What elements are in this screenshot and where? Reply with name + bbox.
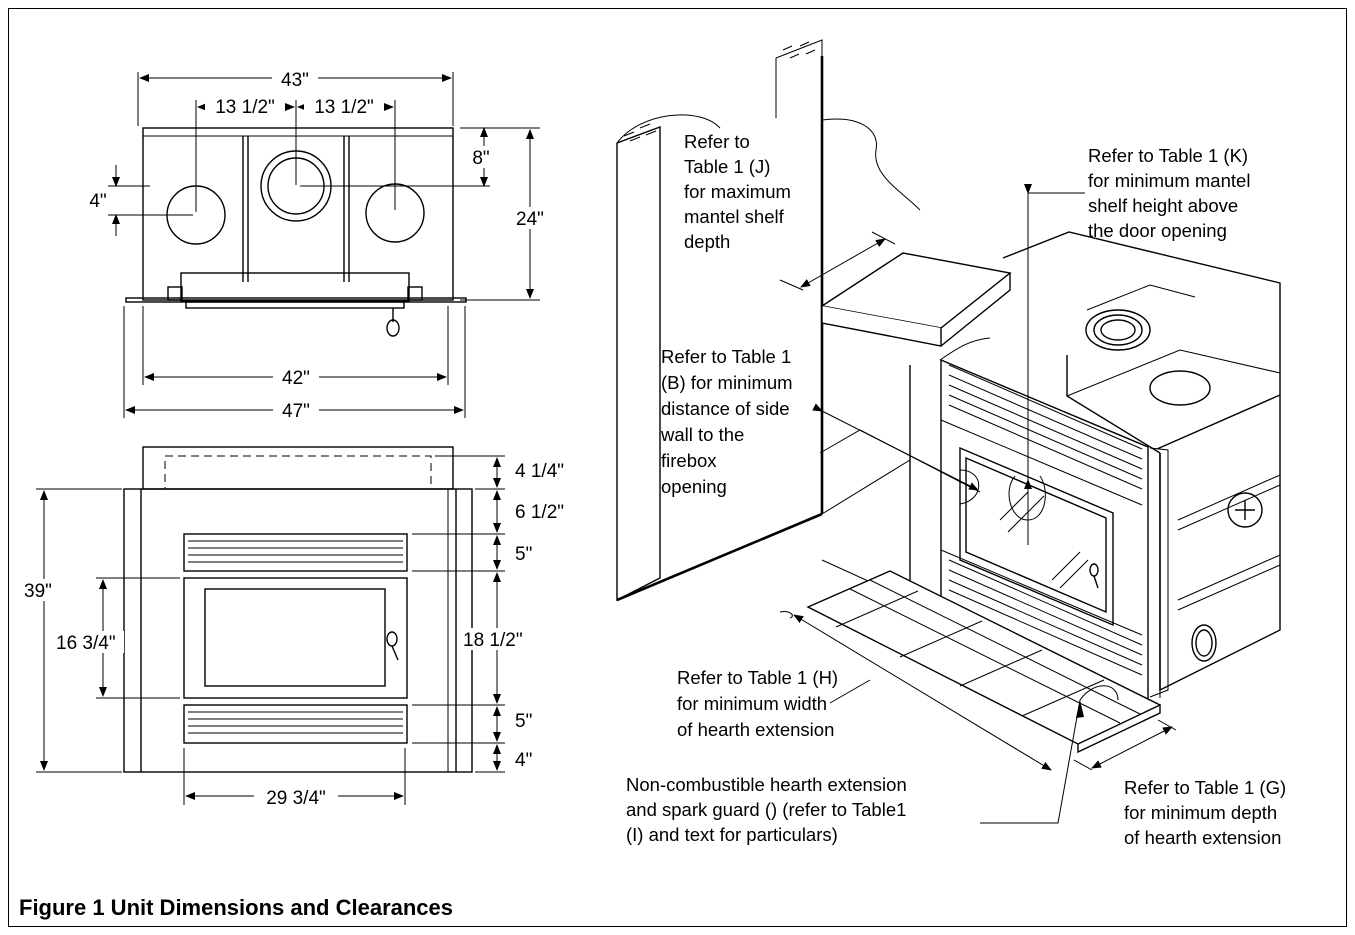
note-hearth-material-line3: (I) and text for particulars) xyxy=(626,824,838,845)
dim-flange-width: 47" xyxy=(282,401,310,422)
dim-upper-louver: 5" xyxy=(515,544,532,565)
note-mantel-height-line4: the door opening xyxy=(1088,220,1227,241)
note-side-wall-line5: firebox xyxy=(661,450,717,471)
top-view-drawing xyxy=(108,72,540,418)
note-side-wall-line6: opening xyxy=(661,476,727,497)
note-mantel-height-line1: Refer to Table 1 (K) xyxy=(1088,145,1248,166)
note-mantel-depth-line4: mantel shelf xyxy=(684,206,785,227)
note-mantel-depth-line1: Refer to xyxy=(684,131,750,152)
dim-side-offset: 4" xyxy=(89,191,106,212)
note-hearth-depth-line2: for minimum depth xyxy=(1124,802,1277,823)
note-mantel-height-line3: shelf height above xyxy=(1088,195,1238,216)
note-hearth-material-line1: Non-combustible hearth extension xyxy=(626,774,907,795)
note-mantel-depth-line3: for maximum xyxy=(684,181,791,202)
installation-drawing xyxy=(616,39,1281,824)
note-side-wall-line2: (B) for minimum xyxy=(661,372,793,393)
dim-depth: 24" xyxy=(516,209,544,230)
front-view-drawing xyxy=(36,446,505,805)
dim-body-height: 18 1/2" xyxy=(463,630,523,651)
note-hearth-width-line1: Refer to Table 1 (H) xyxy=(677,667,838,688)
dim-lower-louver: 5" xyxy=(515,711,532,732)
note-hearth-depth-line3: of hearth extension xyxy=(1124,827,1281,848)
dim-upper-gap: 6 1/2" xyxy=(515,502,564,523)
note-mantel-depth-line5: depth xyxy=(684,231,730,252)
note-mantel-depth-line2: Table 1 (J) xyxy=(684,156,770,177)
note-mantel-height-line2: for minimum mantel xyxy=(1088,170,1250,191)
dim-overall-width: 43" xyxy=(281,70,309,91)
dim-bottom-gap: 4" xyxy=(515,750,532,771)
dim-rear-offset: 8" xyxy=(472,148,489,169)
dim-door-width: 29 3/4" xyxy=(266,788,326,809)
dim-body-width: 42" xyxy=(282,368,310,389)
dim-overall-height: 39" xyxy=(24,581,52,602)
note-hearth-width-line2: for minimum width xyxy=(677,693,827,714)
note-side-wall-line4: wall to the xyxy=(660,424,744,445)
door-glass xyxy=(204,588,386,687)
dim-spacing-left: 13 1/2" xyxy=(215,97,275,118)
figure-caption: Figure 1 Unit Dimensions and Clearances xyxy=(19,895,453,920)
note-side-wall-line1: Refer to Table 1 xyxy=(661,346,791,367)
note-side-wall-line3: distance of side xyxy=(661,398,790,419)
dim-spacing-right: 13 1/2" xyxy=(314,97,374,118)
door-frame xyxy=(183,577,408,699)
dim-top-trim: 4 1/4" xyxy=(515,461,564,482)
note-hearth-material-line2: and spark guard () (refer to Table1 xyxy=(626,799,906,820)
note-hearth-width-line3: of hearth extension xyxy=(677,719,834,740)
note-hearth-depth-line1: Refer to Table 1 (G) xyxy=(1124,777,1286,798)
dim-door-height: 16 3/4" xyxy=(56,633,116,654)
